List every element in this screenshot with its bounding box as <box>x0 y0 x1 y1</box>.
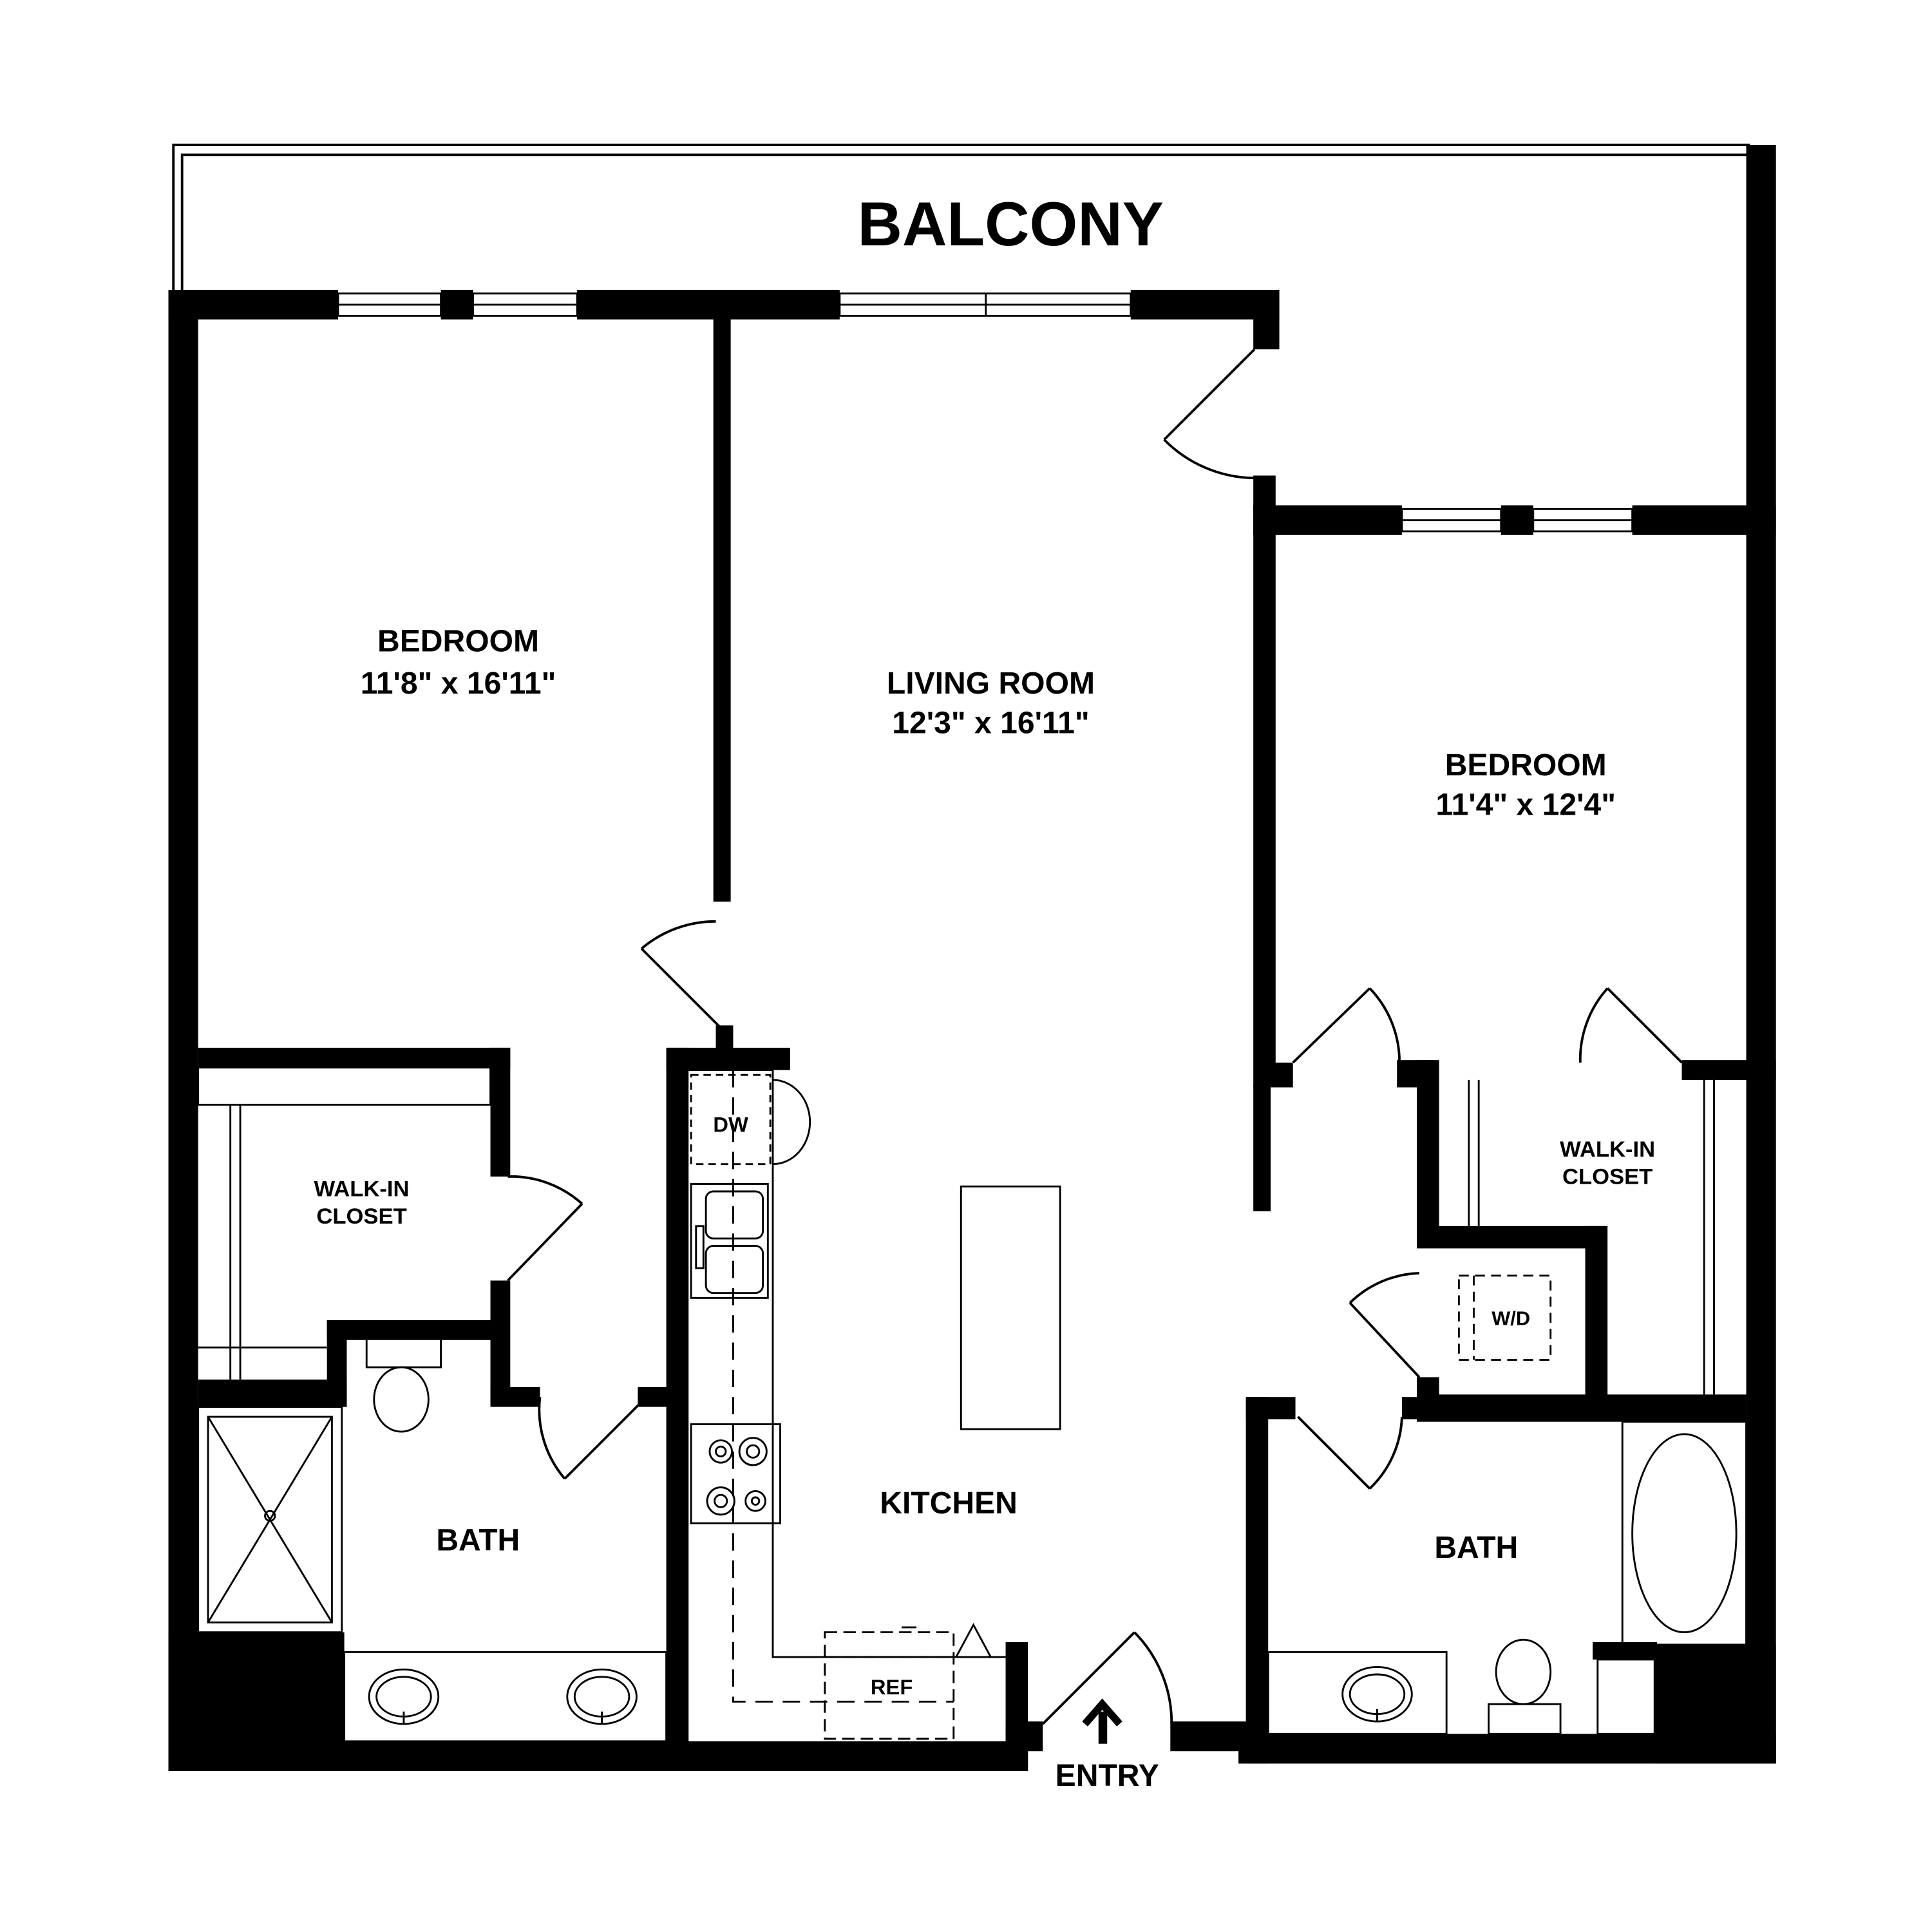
closet-shelving <box>197 1066 1715 1395</box>
living-room-size: 12'3" x 16'11" <box>892 705 1089 740</box>
closet-left-label-2: CLOSET <box>316 1204 406 1229</box>
bathtub <box>1621 1421 1747 1646</box>
vanity-right <box>1267 1651 1448 1735</box>
entry-arrow-icon <box>1082 1698 1122 1744</box>
range <box>690 1423 781 1524</box>
laundry-door <box>1349 1272 1421 1378</box>
washer-dryer <box>1457 1274 1552 1361</box>
closet-right-label-2: CLOSET <box>1562 1164 1653 1189</box>
dishwasher-label: DW <box>713 1113 748 1137</box>
living-room-label: LIVING ROOM <box>887 666 1095 701</box>
washer-dryer-label: W/D <box>1492 1307 1530 1330</box>
kitchen-label: KITCHEN <box>880 1486 1018 1520</box>
closet-left-door <box>507 1175 583 1282</box>
toilet-left <box>365 1336 442 1368</box>
windows <box>337 292 1634 533</box>
closet-right-door <box>1578 987 1683 1064</box>
bedroom-left-label: BEDROOM <box>377 624 539 659</box>
entry-label: ENTRY <box>1056 1758 1159 1793</box>
closet-right-label: WALK-IN <box>1560 1137 1655 1162</box>
vanity-left <box>343 1651 668 1743</box>
refrigerator-label: REF <box>871 1675 913 1699</box>
bedroom-left-size: 11'8" x 16'11" <box>361 666 556 701</box>
kitchen-fixtures <box>688 1069 1061 1740</box>
bedroom-left-door <box>640 920 722 1029</box>
bath-right-fixtures <box>1267 1421 1747 1735</box>
doors <box>507 348 1683 1725</box>
balcony-door <box>1163 348 1256 480</box>
walls <box>168 145 1776 1771</box>
kitchen-island <box>960 1185 1061 1430</box>
bedroom-right-door <box>1292 987 1401 1064</box>
balcony-label: BALCONY <box>858 190 1164 259</box>
laundry <box>1457 1274 1552 1361</box>
kitchen-sink <box>690 1183 769 1299</box>
bath-left-fixtures <box>197 1336 668 1743</box>
bedroom-right-label: BEDROOM <box>1445 748 1607 782</box>
bath-right-door <box>1297 1416 1403 1490</box>
refrigerator <box>824 1631 955 1740</box>
toilet-right <box>1495 1638 1552 1705</box>
bedroom-right-size: 11'4" x 12'4" <box>1435 787 1616 822</box>
entry-door <box>1041 1631 1173 1725</box>
bath-left-label: BATH <box>436 1523 520 1558</box>
dishwasher <box>690 1074 772 1166</box>
bath-left-door <box>538 1397 643 1480</box>
bath-right-label: BATH <box>1434 1530 1518 1565</box>
balcony-railing-inner <box>180 153 1749 292</box>
closet-left-label: WALK-IN <box>314 1177 410 1202</box>
shower <box>197 1406 343 1634</box>
